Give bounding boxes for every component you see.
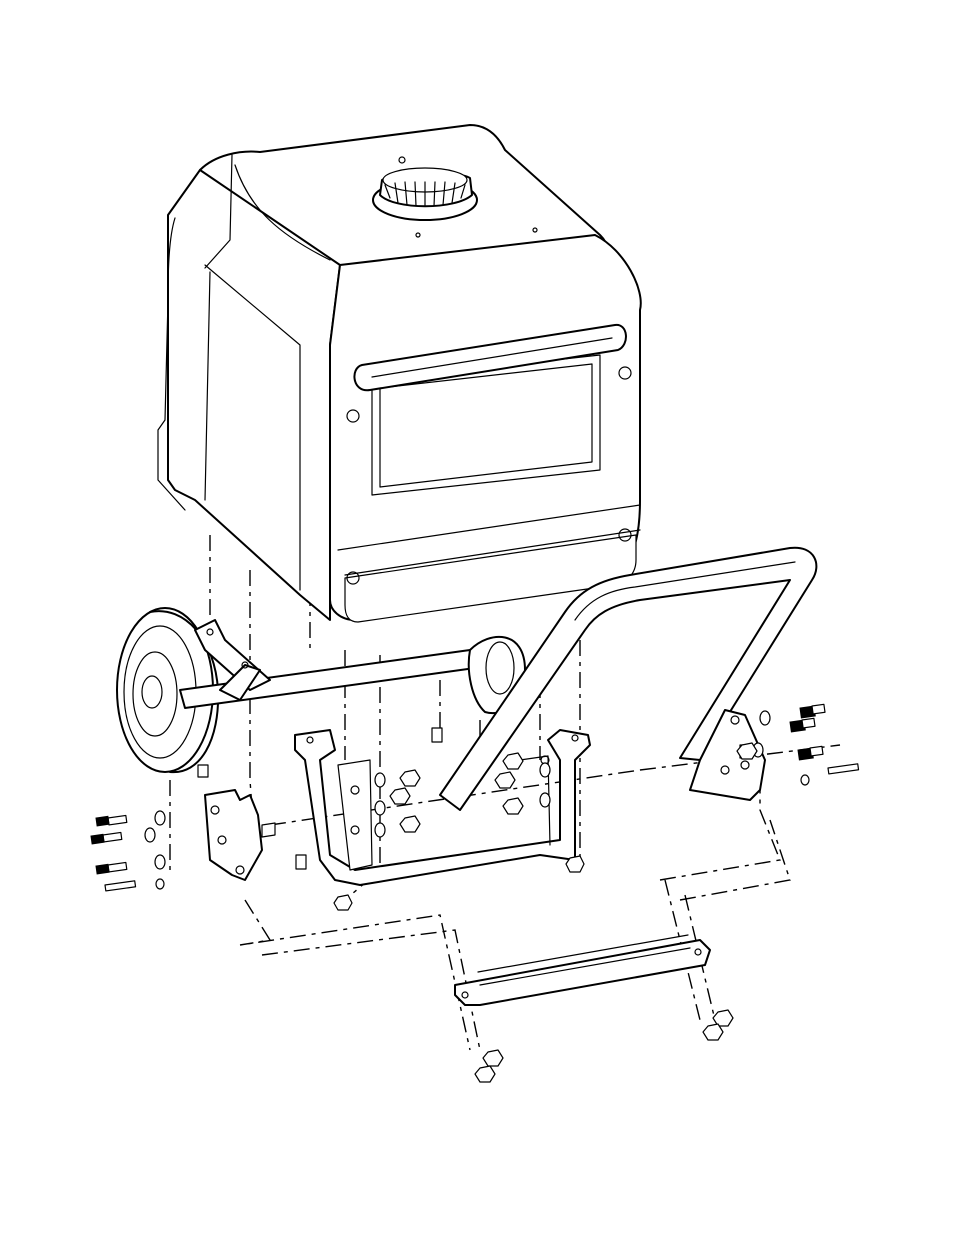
axle-frame — [180, 620, 475, 708]
bracket-plate-left — [205, 790, 275, 880]
fuel-cap — [373, 168, 477, 220]
support-bar — [455, 935, 710, 1005]
